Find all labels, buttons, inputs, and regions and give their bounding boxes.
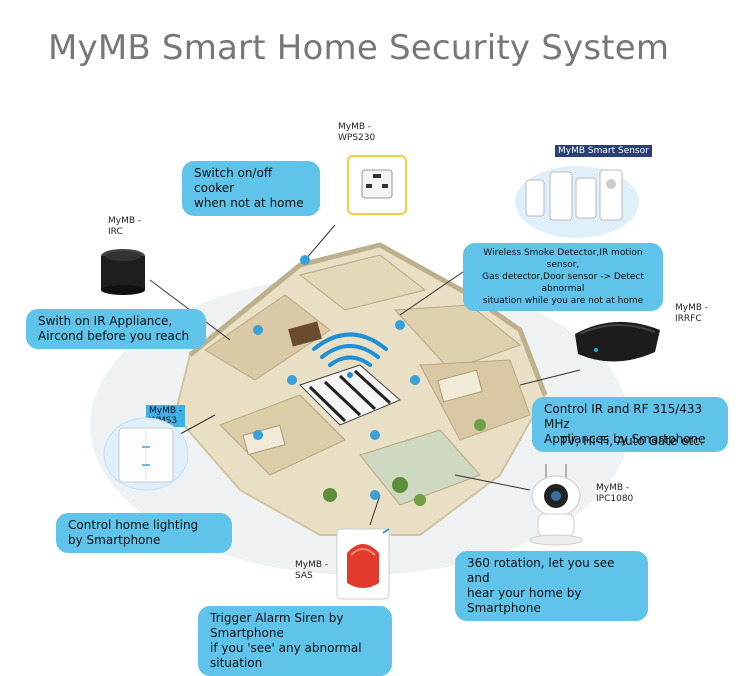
wms3-caption: Control home lighting by Smartphone	[56, 513, 232, 553]
house-floorplan-illustration	[90, 224, 630, 575]
alarm-siren-device	[336, 528, 390, 600]
irrfc-model-label: MyMB - IRRFC	[675, 303, 709, 324]
irrfc-caption: Control IR and RF 315/433 MHz Appliances…	[532, 397, 728, 452]
irc-model-label: MyMB - IRC	[108, 216, 142, 237]
wps230-model-label: MyMB - WPS230	[338, 122, 376, 143]
wps230-caption: Switch on/off cooker when not at home	[182, 161, 320, 216]
ipc1080-caption: 360 rotation, let you see and hear your …	[455, 551, 648, 621]
sas-caption: Trigger Alarm Siren by Smartphone if you…	[198, 606, 392, 676]
sas-model-label: MyMB - SAS	[295, 560, 329, 581]
page-title: MyMB Smart Home Security System	[48, 28, 670, 68]
irrfc-extra-text: TV, Hi-Fi, Auto Gate etc.	[560, 434, 704, 448]
smart-sensor-caption: Wireless Smoke Detector,IR motion sensor…	[463, 243, 663, 311]
ipc1080-model-label: MyMB - IPC1080	[596, 483, 634, 504]
smart-sensor-device-group	[515, 166, 639, 238]
smart-plug-device	[347, 155, 407, 215]
ir-blaster-device	[101, 249, 145, 295]
wifi-icon	[312, 332, 388, 378]
light-switch-device	[103, 417, 189, 491]
ip-camera-device	[529, 464, 583, 546]
irc-caption: Swith on IR Appliance, Aircond before yo…	[26, 309, 206, 349]
ir-rf-controller-device	[575, 321, 660, 362]
smart-sensor-tag: MyMB Smart Sensor	[555, 145, 652, 157]
